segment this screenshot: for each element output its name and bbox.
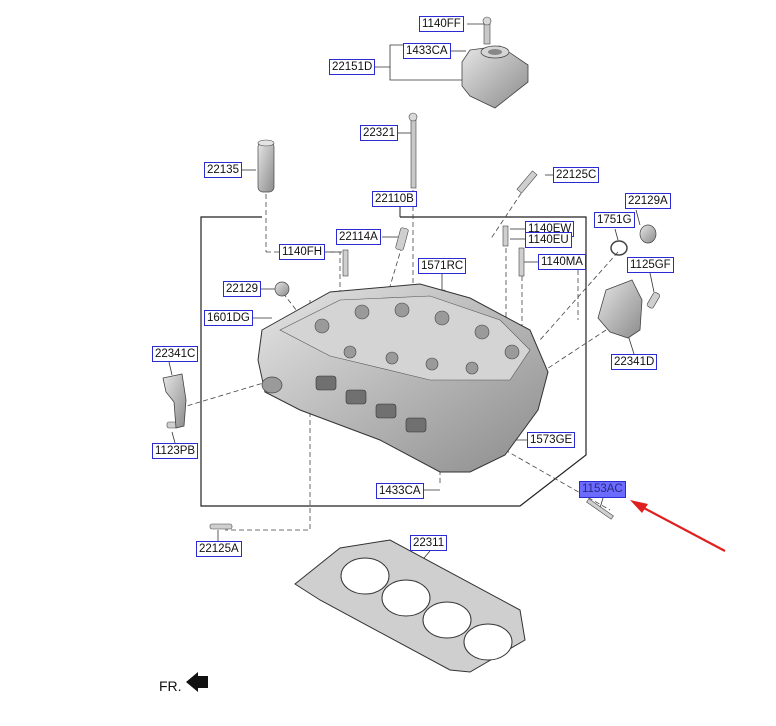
- long-bolt-part: [408, 112, 418, 189]
- dowel-pin-part: [516, 170, 538, 194]
- front-direction-arrow: [186, 672, 208, 692]
- part-label-1573ge[interactable]: 1573GE: [527, 432, 576, 448]
- part-label-22135[interactable]: 22135: [204, 162, 242, 178]
- part-label-22321[interactable]: 22321: [360, 125, 398, 141]
- part-label-22125a[interactable]: 22125A: [196, 541, 242, 557]
- head-gasket-part: [294, 539, 526, 673]
- part-label-22341c[interactable]: 22341C: [152, 346, 199, 362]
- bracket-right-part: [597, 279, 643, 339]
- cylinder-head-part: [257, 283, 549, 473]
- part-label-1751g[interactable]: 1751G: [594, 212, 635, 228]
- part-label-1140eu[interactable]: 1140EU: [525, 232, 572, 248]
- part-label-1571rc[interactable]: 1571RC: [418, 258, 467, 274]
- part-label-1140ff[interactable]: 1140FF: [419, 16, 464, 32]
- o-ring-part: [610, 240, 628, 256]
- part-label-1123pb[interactable]: 1123PB: [152, 443, 199, 459]
- part-label-1433ca-bottom[interactable]: 1433CA: [376, 483, 424, 499]
- part-label-1601dg[interactable]: 1601DG: [204, 310, 253, 326]
- upper-housing-part: [461, 16, 529, 109]
- assembly-frame: [200, 205, 587, 507]
- front-direction-label: FR.: [159, 678, 182, 694]
- part-label-1140ma[interactable]: 1140MA: [538, 254, 586, 270]
- cap-part: [639, 224, 657, 244]
- part-label-22110b[interactable]: 22110B: [372, 191, 417, 207]
- plug-part: [274, 281, 290, 297]
- sleeve-part: [257, 139, 275, 193]
- part-label-22311[interactable]: 22311: [410, 535, 448, 551]
- part-label-1140fh[interactable]: 1140FH: [279, 244, 326, 260]
- part-label-22151d[interactable]: 22151D: [329, 59, 376, 75]
- part-label-22125c[interactable]: 22125C: [553, 167, 600, 183]
- part-label-22114a[interactable]: 22114A: [336, 229, 381, 245]
- part-label-1125gf[interactable]: 1125GF: [627, 257, 674, 273]
- part-label-22129[interactable]: 22129: [223, 281, 261, 297]
- part-label-22129a[interactable]: 22129A: [625, 193, 671, 209]
- bracket-left-part: [162, 373, 187, 429]
- part-label-1153ac[interactable]: 1153AC: [579, 481, 626, 498]
- part-label-22341d[interactable]: 22341D: [611, 354, 658, 370]
- part-label-1433ca-top[interactable]: 1433CA: [403, 43, 451, 59]
- pointer-arrow: [630, 500, 726, 552]
